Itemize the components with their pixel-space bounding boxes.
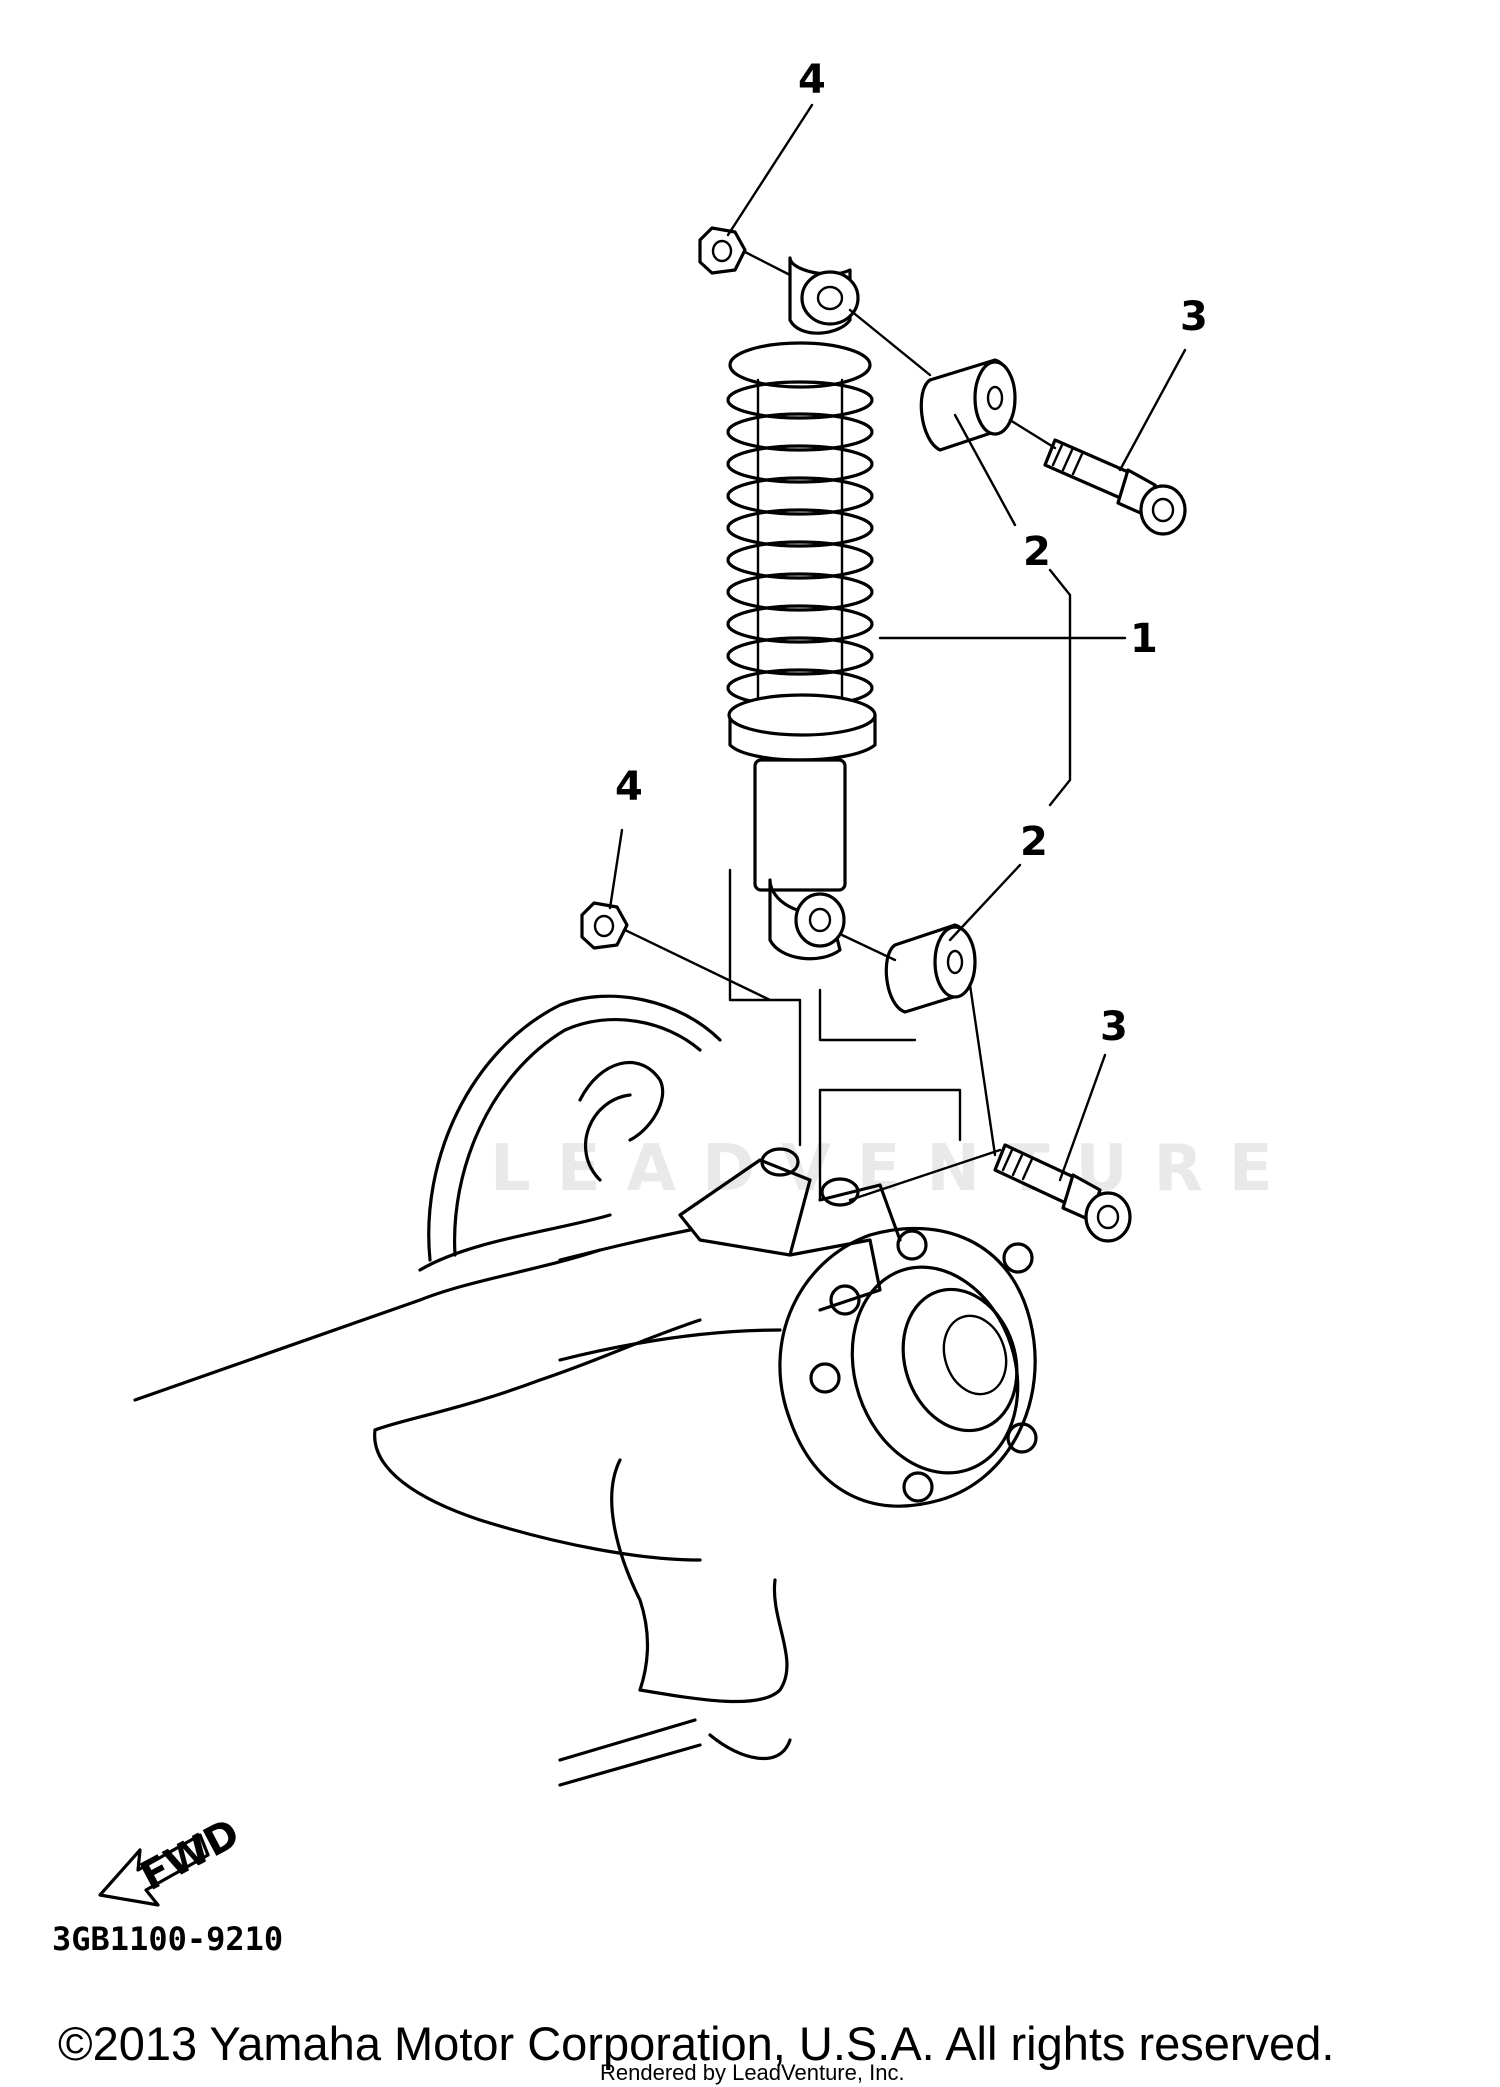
- callout-bolt-upper: 3: [1180, 294, 1208, 340]
- bushing-lower: [884, 923, 977, 1014]
- spring-coil: [726, 508, 874, 548]
- spring-coil: [726, 636, 874, 676]
- diagram-code: 3GB1100-9210: [52, 1920, 283, 1958]
- watermark: LEADVENTURE: [490, 1132, 1299, 1206]
- rendered-by-notice: Rendered by LeadVenture, Inc.: [600, 2060, 905, 2085]
- spring-coil: [726, 540, 874, 580]
- bolt-lower: [993, 1143, 1132, 1243]
- callout-bushing-upper: 2: [1023, 529, 1051, 575]
- fwd-label: FWD: [133, 1810, 247, 1900]
- spring-coil: [726, 604, 874, 644]
- spring-coil: [726, 476, 874, 516]
- bushing-upper: [919, 358, 1017, 452]
- spring-coil: [726, 380, 874, 420]
- spring-seat-bottom-top: [727, 693, 877, 737]
- bolt-upper: [1043, 438, 1187, 536]
- copyright-notice: ©2013 Yamaha Motor Corporation, U.S.A. A…: [58, 2017, 1334, 2070]
- spring-seat-top: [728, 341, 872, 389]
- shock-absorber: [726, 256, 877, 961]
- nut-upper: [698, 226, 747, 275]
- rear-axle-housing: [133, 994, 902, 1787]
- leader-lines: [608, 103, 1187, 1182]
- spring-coil: [726, 444, 874, 484]
- callout-nut-upper: 4: [798, 57, 826, 103]
- callout-nut-lower: 4: [615, 764, 643, 810]
- callout-bushing-lower: 2: [1020, 819, 1048, 865]
- spring-coil: [726, 412, 874, 452]
- callout-bolt-lower: 3: [1100, 1004, 1128, 1050]
- callout-shock-absorber: 1: [1130, 616, 1158, 662]
- wheel-hub: [778, 1226, 1038, 1508]
- fwd-arrow-icon: FWD: [98, 1810, 247, 1907]
- spring-coil: [726, 572, 874, 612]
- nut-lower: [580, 901, 629, 950]
- assembly-lines: [623, 250, 1057, 1202]
